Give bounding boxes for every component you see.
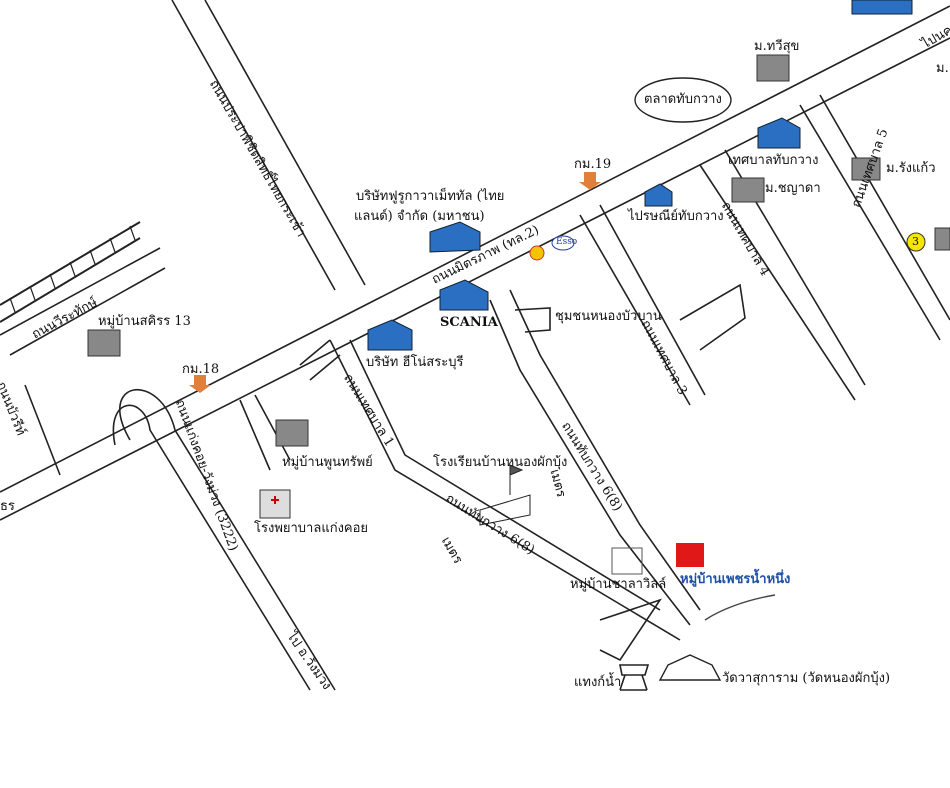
target-label: หมู่บ้านเพชรน้ำหนึ่ง <box>680 572 791 587</box>
landmark-label: โรงพยาบาลแก่งคอย <box>254 521 369 536</box>
landmark-label: บริษัท ฮีโน่สระบุรี <box>366 355 464 370</box>
landmark-label: ม.ทวีสุข <box>754 39 800 54</box>
landmark-label: บริษัทฟูรูกาวาเม็ททัล (ไทย <box>356 189 505 204</box>
building-icons <box>367 0 913 351</box>
landmark-label: SCANIA <box>440 315 498 330</box>
temple-icon <box>658 654 722 681</box>
esso-label: Esso <box>556 237 578 247</box>
market-ellipse <box>634 77 732 123</box>
market-label: ตลาดทับกวาง <box>644 92 722 107</box>
landmark-label: หมู่บ้านสคิรร 13 <box>98 314 191 329</box>
water-tower-icon <box>619 664 650 691</box>
edge-label: ธร <box>0 499 15 514</box>
landmark-label: แลนด์) จำกัด (มหาชน) <box>354 209 485 224</box>
landmark-label: หมู่บ้านพูนทรัพย์ <box>282 455 373 470</box>
landmark-label: แทงก์น้ำ <box>574 675 622 690</box>
main-road <box>0 37 950 521</box>
landmark-label: ม.รังแก้ว <box>886 161 936 176</box>
landmark-label: ไปรษณีย์ทับกวาง <box>628 209 724 224</box>
km18-arrow <box>189 375 211 393</box>
landmark-label: ม. <box>936 61 949 76</box>
landmark-label: ม.ชญาดา <box>765 181 821 196</box>
landmark-label: ชุมชนหนองบัวบาน <box>555 309 662 324</box>
km19-arrow <box>579 172 601 190</box>
target-marker <box>676 543 704 567</box>
landmark-label: วัดวาสุการาม (วัดหนองผักบุ้ง) <box>722 671 891 686</box>
km-label: กม.18 <box>182 362 220 377</box>
marker-label: 3 <box>912 235 919 248</box>
landmark-label: หมู่บ้านชาลาวิลล์ <box>570 577 667 592</box>
landmark-label: โรงเรียนบ้านหนองผักบุ้ง <box>433 455 568 470</box>
km-label: กม.19 <box>574 157 612 172</box>
landmark-label: เทศบาลทับกวาง <box>728 153 819 168</box>
